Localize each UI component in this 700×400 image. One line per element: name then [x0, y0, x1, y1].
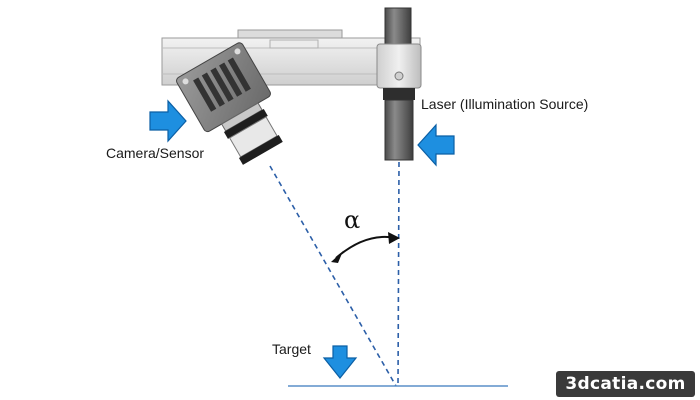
arrow-down-icon [322, 345, 358, 379]
laser-unit [376, 7, 422, 161]
angle-arc-arrowhead-left [331, 251, 343, 263]
laser-label: Laser (Illumination Source) [421, 96, 589, 112]
target-label: Target [272, 341, 311, 357]
arrow-right-icon [149, 99, 187, 143]
camera-view-line [269, 165, 397, 387]
angle-arc-arrowhead-right [388, 232, 400, 244]
camera-cooling-fins [193, 57, 251, 112]
angle-label: α [344, 206, 361, 234]
arrow-left-icon [417, 123, 455, 167]
watermark: 3dcatia.com [556, 371, 695, 397]
camera-unit [176, 42, 283, 165]
laser-beam-line [397, 161, 400, 387]
angle-arc [335, 235, 397, 259]
camera-label: Camera/Sensor [106, 145, 205, 161]
